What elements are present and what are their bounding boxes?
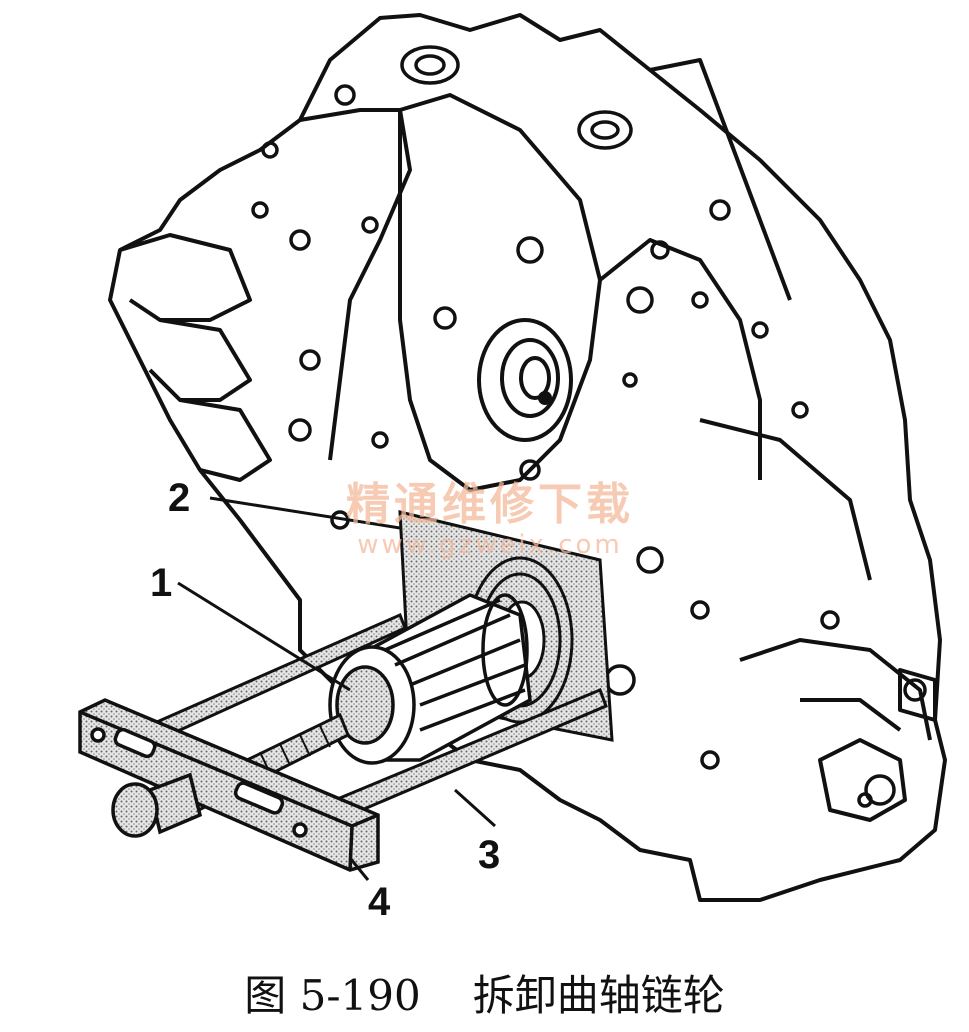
figure-caption: 图 5-190 拆卸曲轴链轮 — [0, 962, 969, 1022]
callout-4: 4 — [368, 880, 391, 924]
watermark: 精通维修下载 www.gzweix.com — [310, 468, 670, 560]
caption-number: 图 5-190 — [244, 970, 421, 1020]
puller-body — [328, 593, 532, 765]
top-bosses — [400, 45, 633, 481]
engine-diagram: 1 2 3 4 精通维修下载 www.gzweix.com — [78, 13, 947, 924]
callout-1: 1 — [150, 561, 173, 605]
caption-title: 拆卸曲轴链轮 — [472, 970, 725, 1020]
screw-head — [111, 772, 203, 838]
leader-lines — [177, 496, 497, 881]
cross-bar — [78, 698, 380, 872]
watermark-url: www.gzweix.com — [357, 530, 623, 560]
engine-illustration — [78, 13, 947, 902]
watermark-chinese: 精通维修下载 — [346, 479, 634, 530]
bolt-holes — [251, 84, 927, 808]
callout-2: 2 — [168, 476, 191, 520]
front-bore — [477, 318, 573, 442]
engine-block — [108, 13, 947, 902]
callout-3: 3 — [478, 833, 501, 877]
